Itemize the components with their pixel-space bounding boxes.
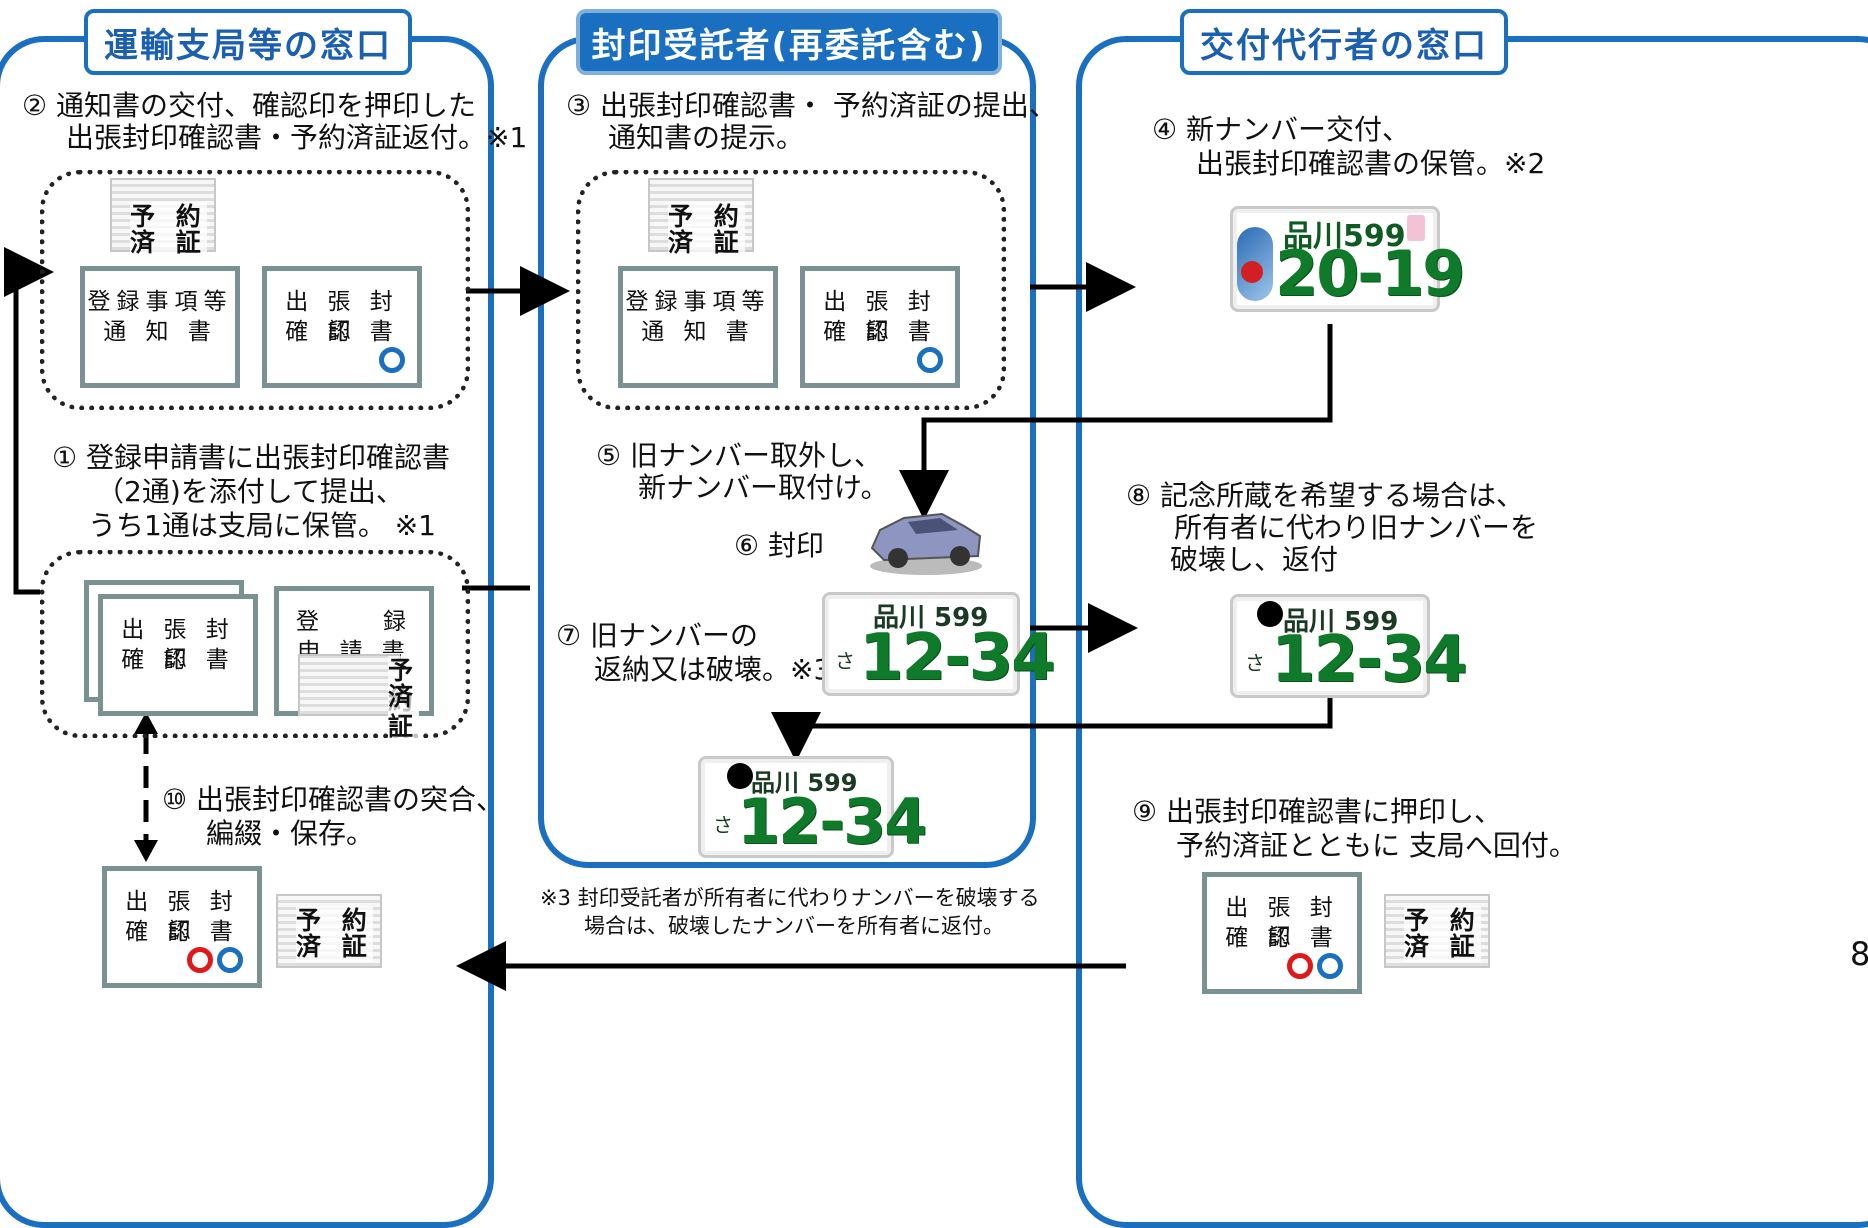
step-10-line-1: ⑩ 出張封印確認書の突合、 — [162, 783, 505, 816]
plate-number: 12-34 — [1271, 623, 1468, 697]
step-4-line-2: 出張封印確認書の保管。※2 — [1196, 147, 1546, 180]
reservation-certificate-attached: 予 約 済 証 — [298, 654, 420, 742]
step-5-line-1: ⑤ 旧ナンバー取外し、 — [596, 439, 883, 472]
step-2-line-1: ② 通知書の交付、確認印を押印した — [22, 89, 477, 122]
reservation-line-1: 予 約 — [1404, 906, 1481, 936]
doc-line-1: 出 張 封 印 — [823, 289, 937, 345]
plate-region: 品川599 — [1283, 219, 1406, 254]
doc-line-1: 出 張 封 印 — [1225, 895, 1339, 951]
step-3-line-1: ③ 出張封印確認書・ 予約済証の提出、 — [566, 89, 1057, 122]
seal-confirmation-archived: 出 張 封 印 確 認 書 — [102, 866, 262, 988]
step-7-line-1: ⑦ 旧ナンバーの — [556, 619, 759, 652]
panel-delivery-agent — [1076, 36, 1868, 1228]
step-10-line-2: 編綴・保存。 — [206, 817, 375, 850]
note-3-line-1: ※3 封印受託者が所有者に代わりナンバーを破壊する — [540, 886, 1040, 910]
step-9-line-1: ⑨ 出張封印確認書に押印し、 — [1132, 795, 1503, 828]
doc-line-2: 通 知 書 — [641, 319, 755, 345]
flow-arrows — [4, 247, 1333, 991]
doc-line-1: 登録事項等 — [625, 289, 771, 315]
step-1-line-1: ① 登録申請書に出張封印確認書 — [52, 441, 451, 474]
step-4-line-1: ④ 新ナンバー交付、 — [1152, 113, 1411, 146]
reservation-certificate-center: 予 約 済 証 — [648, 178, 754, 258]
step-6: ⑥ 封印 — [734, 529, 825, 562]
doc-line-2: 確 認 書 — [125, 919, 239, 945]
reservation-certificate-archived: 予 約 済 証 — [276, 894, 382, 968]
panel-title-seal-trustee: 封印受託者(再委託含む) — [576, 9, 1002, 75]
reservation-certificate-right: 予 約 済 証 — [1384, 894, 1490, 968]
step-9-line-2: 予約済証とともに 支局へ回付。 — [1176, 829, 1577, 862]
red-stamp-circle — [1287, 953, 1313, 979]
plate-number: 20-19 — [1275, 237, 1465, 310]
plate-region: 品川 599 — [1283, 607, 1399, 637]
reservation-line-1: 予 約 — [296, 906, 373, 936]
blue-stamp-circle — [217, 947, 243, 973]
plate-number: 12-34 — [737, 785, 927, 858]
new-license-plate: 品川599 20-19 — [1230, 206, 1465, 312]
reservation-line-2: 済 証 — [1404, 932, 1481, 962]
step-1-line-2: （2通)を添付して提出、 — [96, 475, 404, 508]
note-3-line-2: 場合は、破壊したナンバーを所有者に返付。 — [584, 914, 1004, 938]
panel-title-delivery-agent: 交付代行者の窓口 — [1180, 9, 1508, 75]
blue-stamp-circle — [379, 347, 405, 373]
doc-line-2: 通 知 書 — [103, 319, 217, 345]
broken-hole-marker — [727, 763, 753, 789]
reservation-line-1: 予 約 — [668, 202, 745, 232]
reservation-line-2: 済 証 — [388, 682, 420, 742]
reservation-line-2: 済 証 — [296, 932, 373, 962]
seal-confirmation-center: 出 張 封 印 確 認 書 — [800, 266, 960, 388]
seal-confirmation-right: 出 張 封 印 確 認 書 — [1202, 872, 1362, 994]
reservation-line-2: 済 証 — [130, 228, 207, 258]
seal-confirmation-left: 出 張 封 印 確 認 書 — [262, 266, 422, 388]
plate-kana: さ — [1245, 651, 1265, 675]
plate-region: 品川 599 — [873, 603, 989, 633]
page-number: 8 — [1850, 935, 1868, 973]
step-8-line-3: 破壊し、返付 — [1170, 543, 1339, 576]
doc-line-1: 出 張 封 印 — [285, 289, 399, 345]
step-8-line-2: 所有者に代わり旧ナンバーを — [1174, 511, 1539, 544]
doc-line-1: 出 張 封 印 — [125, 889, 239, 945]
old-license-plate-returned: 品川 599 さ 12-34 — [698, 756, 927, 858]
plate-kana: さ — [713, 813, 733, 837]
plate-region: 品川 599 — [751, 769, 858, 797]
car-icon — [870, 512, 982, 575]
registration-notice-left: 登録事項等 通 知 書 — [80, 266, 240, 388]
reservation-line-1: 予 約 — [130, 202, 207, 232]
seal-confirmation-front-copy: 出 張 封 印 確 認 書 — [98, 594, 258, 716]
doc-line-1: 登 録 — [296, 609, 412, 635]
red-circle-emblem — [1241, 261, 1263, 283]
doc-line-1: 登録事項等 — [87, 289, 233, 315]
doc-line-2: 確 認 書 — [121, 647, 235, 673]
step-1-line-3: うち1通は支局に保管。 ※1 — [88, 509, 436, 542]
doc-line-2: 確 認 書 — [823, 319, 937, 345]
step-7-line-2: 返納又は破壊。※3 — [594, 653, 832, 686]
application-documents-group — [40, 550, 470, 738]
red-stamp-circle — [187, 947, 213, 973]
broken-hole-marker — [1257, 601, 1283, 627]
panel-title-transport-office: 運輸支局等の窓口 — [84, 9, 412, 75]
step-5-line-2: 新ナンバー取付け。 — [638, 471, 889, 504]
blue-stamp-circle — [1317, 953, 1343, 979]
registration-notice-center: 登録事項等 通 知 書 — [618, 266, 778, 388]
plate-kana: さ — [835, 649, 855, 673]
blue-stamp-circle — [917, 347, 943, 373]
plate-number: 12-34 — [859, 621, 1056, 695]
old-license-plate-right: 品川 599 さ 12-34 — [1230, 594, 1468, 698]
rugby-logo-badge — [1407, 215, 1425, 241]
reservation-certificate-top-left: 予 約 済 証 — [110, 178, 216, 258]
doc-line-2: 確 認 書 — [285, 319, 399, 345]
doc-line-2: 確 認 書 — [1225, 925, 1339, 951]
reservation-line-2: 済 証 — [668, 228, 745, 258]
step-8-line-1: ⑧ 記念所蔵を希望する場合は、 — [1126, 479, 1525, 512]
submitted-documents-group — [576, 170, 1006, 410]
step-3-line-2: 通知書の提示。 — [608, 121, 805, 154]
returned-documents-group — [40, 170, 470, 410]
doc-line-1: 出 張 封 印 — [121, 617, 235, 673]
old-license-plate-center: 品川 599 さ 12-34 — [822, 592, 1056, 696]
step-2-line-2: 出張封印確認書・予約済証返付。※1 — [66, 121, 528, 154]
